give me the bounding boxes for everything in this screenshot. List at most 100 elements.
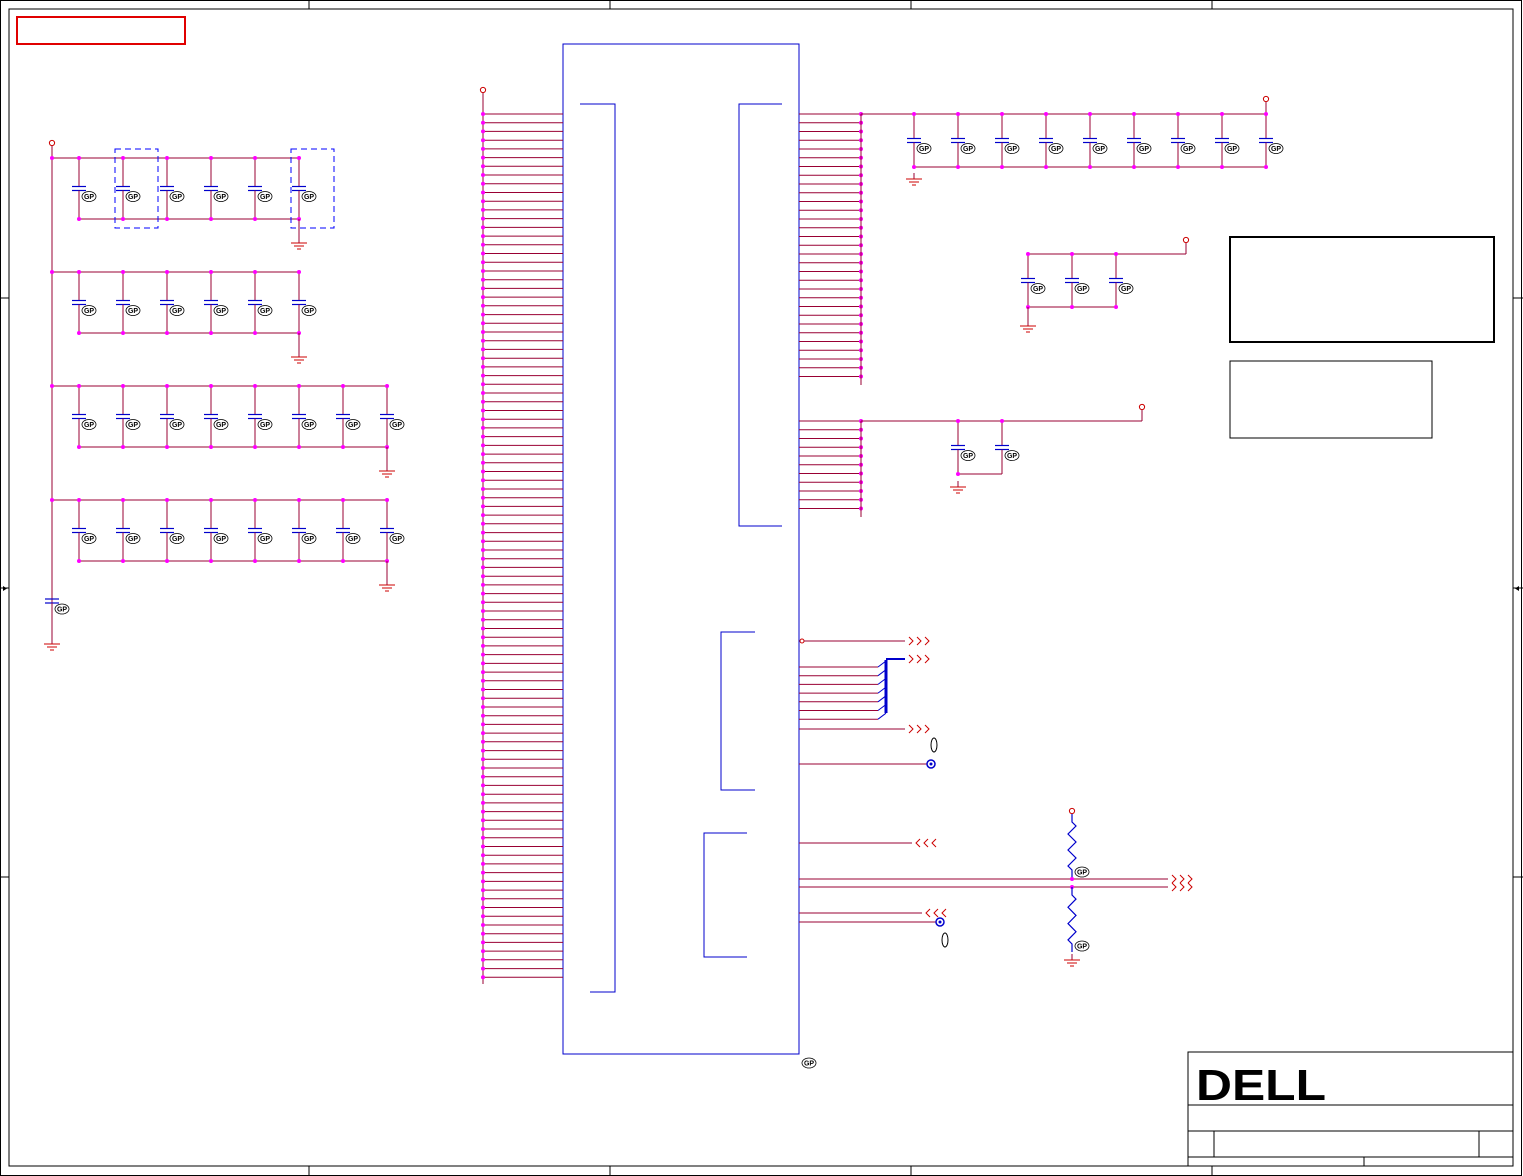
junction-dot <box>481 792 485 797</box>
capacitor-icon: GP <box>204 386 229 447</box>
chevron <box>924 724 930 734</box>
gp-badge-outline <box>257 191 273 202</box>
capacitor-icon: GP <box>292 158 317 219</box>
gp-badge-outline <box>801 1057 817 1069</box>
gp-badge-icon: GP <box>125 533 141 544</box>
junction-dot <box>481 696 485 701</box>
gp-badge-icon: GP <box>1004 450 1020 461</box>
junction-dot <box>121 559 125 563</box>
junction-dot <box>165 270 169 274</box>
dell-logo: DELL <box>1196 1061 1326 1110</box>
junction-dot <box>481 504 485 509</box>
junction-dot <box>481 643 485 648</box>
junction-dot <box>481 853 485 858</box>
gp-badge-icon: GP <box>257 305 273 316</box>
chevron <box>908 636 914 646</box>
junction-dot <box>1000 112 1004 116</box>
chevron <box>916 654 922 664</box>
junction-dot <box>385 384 389 388</box>
junction-dot <box>481 513 485 518</box>
junction-dot <box>481 443 485 448</box>
junction-dot <box>481 722 485 727</box>
junction-dot <box>481 713 485 718</box>
junction-dot <box>1070 305 1074 309</box>
junction-dot <box>1000 165 1004 169</box>
gp-badge-label: GP <box>304 194 314 201</box>
capacitor-icon: GP <box>116 158 141 219</box>
capacitor-icon: GP <box>1171 114 1196 167</box>
junction-dot <box>297 445 301 449</box>
gp-badge-label: GP <box>348 536 358 543</box>
junction-dot <box>481 757 485 762</box>
gp-badge-outline <box>389 533 405 544</box>
junction-dot <box>121 498 125 502</box>
gp-badge-outline <box>1048 143 1064 154</box>
gp-badge-outline <box>301 419 317 430</box>
junction-dot <box>481 905 485 910</box>
capacitor-icon: GP <box>1127 114 1152 167</box>
gp-badge-label: GP <box>919 146 929 153</box>
junction-dot <box>481 199 485 204</box>
junction-dot <box>1070 252 1074 256</box>
capacitor-icon: GP <box>45 590 70 615</box>
junction-dot <box>1264 112 1268 116</box>
chevron <box>1171 874 1177 884</box>
gp-badge-icon: GP <box>81 191 97 202</box>
junction-dot <box>481 338 485 343</box>
gp-badge-icon: GP <box>257 533 273 544</box>
capacitor-icon: GP <box>1215 114 1240 167</box>
junction-dot <box>481 957 485 962</box>
gp-badge-label: GP <box>1007 453 1017 460</box>
gp-badge-outline <box>257 419 273 430</box>
chevron <box>931 838 937 848</box>
junction-dot <box>481 207 485 212</box>
junction-dot <box>121 270 125 274</box>
capacitor-icon: GP <box>116 386 141 447</box>
ground-icon <box>1020 320 1036 333</box>
junction-dot <box>253 217 257 221</box>
chevron <box>908 724 914 734</box>
chevron <box>1179 882 1185 892</box>
capacitor-icon: GP <box>380 386 405 447</box>
power-symbol-icon <box>1262 95 1270 103</box>
junction-dot <box>481 521 485 526</box>
gp-badge-label: GP <box>1271 146 1281 153</box>
junction-dot <box>165 156 169 160</box>
gp-badge-label: GP <box>1095 146 1105 153</box>
junction-dot <box>165 498 169 502</box>
junction-dot <box>481 155 485 160</box>
red-label-box <box>16 16 186 45</box>
junction-dot <box>481 774 485 779</box>
decoupling-capacitor-banks: GP GP GP GP GP GP GP GP GP GP GP GP GP GP GP GP GP GP GP GP… <box>44 95 1284 651</box>
gp-badge-icon: GP <box>1074 866 1090 878</box>
gp-badge-icon: GP <box>1180 143 1196 154</box>
junction-dot <box>481 661 485 666</box>
note-boxes <box>1229 236 1495 439</box>
gp-badge-outline <box>1136 143 1152 154</box>
chevron <box>933 908 939 918</box>
gp-badge-outline <box>1004 143 1020 154</box>
gp-badge-icon: GP <box>1004 143 1020 154</box>
gp-badge-outline <box>301 191 317 202</box>
junction-dot <box>209 156 213 160</box>
junction-dot <box>1044 165 1048 169</box>
gp-badge-icon: GP <box>801 1057 817 1069</box>
gp-badge-label: GP <box>172 536 182 543</box>
gp-badge-icon: GP <box>169 191 185 202</box>
capacitor-icon: GP <box>951 421 976 474</box>
junction-dot <box>341 498 345 502</box>
ground-icon <box>906 173 922 186</box>
junction-dot <box>121 331 125 335</box>
title-block-frame <box>1187 1051 1514 1167</box>
junction-dot <box>481 827 485 831</box>
capacitor-icon: GP <box>995 421 1020 474</box>
junction-dot <box>209 445 213 449</box>
junction-dot <box>481 923 485 927</box>
gp-badge-icon: GP <box>81 419 97 430</box>
junction-dot <box>481 861 485 866</box>
junction-dot <box>481 652 485 657</box>
gp-badge-icon: GP <box>125 305 141 316</box>
gp-badge-icon: GP <box>1268 143 1284 154</box>
capacitor-icon: GP <box>1021 254 1046 307</box>
